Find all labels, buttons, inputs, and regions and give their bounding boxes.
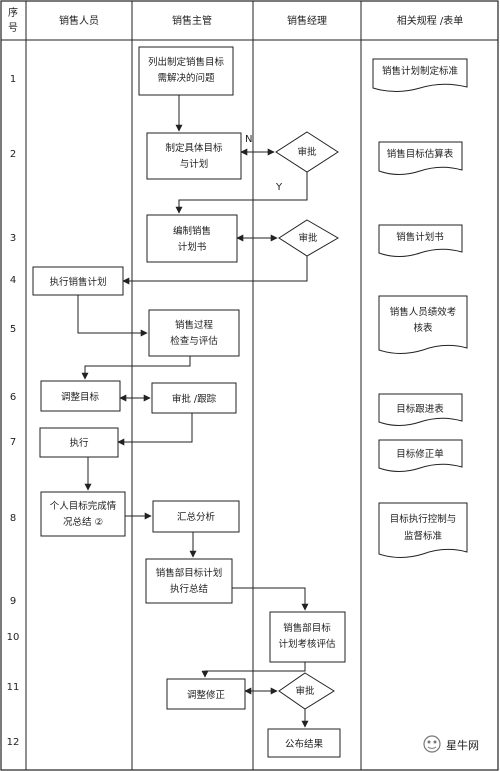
svg-text:汇总分析: 汇总分析 [177, 511, 216, 523]
svg-text:销售计划书: 销售计划书 [396, 231, 444, 243]
header-sales-supervisor: 销售主管 [172, 14, 212, 27]
row-number: 5 [10, 324, 16, 335]
box-summary-analysis: 汇总分析 [152, 500, 240, 533]
header-sales-manager: 销售经理 [287, 14, 327, 27]
svg-text:制定具体目标: 制定具体目标 [165, 142, 223, 154]
svg-text:计划考核评估: 计划考核评估 [278, 638, 336, 650]
watermark: 星牛网 [423, 735, 479, 753]
watermark-logo-icon [423, 735, 441, 753]
svg-text:计划书: 计划书 [178, 241, 207, 253]
row-number: 9 [10, 596, 16, 607]
doc-sales-plan: 销售计划书 [378, 224, 463, 257]
decision-approve-3: 审批 [278, 672, 335, 710]
header-seq-1: 序 [8, 6, 18, 19]
yes-label: Y [275, 182, 283, 193]
svg-text:调整目标: 调整目标 [61, 391, 100, 403]
decision-approve-2: 审批 [278, 219, 339, 257]
doc-target-tracking: 目标跟进表 [378, 393, 463, 426]
box-approve-track: 审批 /跟踪 [151, 382, 237, 414]
box-personal-target-summary: 个人目标完成情 况总结 ② [40, 491, 126, 537]
svg-text:销售部目标: 销售部目标 [283, 622, 331, 634]
svg-text:执行: 执行 [69, 437, 89, 449]
decision-diamonds: 审批 审批 审批 [275, 131, 339, 710]
header-sales-staff: 销售人员 [59, 14, 99, 27]
row-number: 8 [10, 513, 16, 524]
watermark-text: 星牛网 [446, 738, 479, 752]
svg-text:目标执行控制与: 目标执行控制与 [390, 513, 457, 525]
svg-text:监督标准: 监督标准 [404, 530, 443, 542]
svg-text:审批: 审批 [297, 146, 317, 158]
box-execute: 执行 [39, 427, 119, 458]
row-numbers: 1 2 3 4 5 6 7 8 9 10 11 12 [7, 74, 20, 748]
row-number: 6 [10, 392, 16, 403]
svg-text:目标跟进表: 目标跟进表 [396, 403, 444, 415]
process-boxes: 列出制定销售目标 需解决的问题 制定具体目标 与计划 编制销售 计划书 执行销售… [32, 46, 346, 758]
svg-text:执行总结: 执行总结 [170, 583, 208, 595]
connectors [77, 95, 309, 728]
svg-text:公布结果: 公布结果 [285, 738, 324, 750]
svg-text:销售部目标计划: 销售部目标计划 [156, 567, 223, 579]
svg-text:销售目标估算表: 销售目标估算表 [387, 148, 454, 160]
svg-text:销售计划制定标准: 销售计划制定标准 [382, 65, 459, 77]
box-execute-sales-plan: 执行销售计划 [32, 266, 124, 296]
box-adjust-correct: 调整修正 [166, 678, 246, 710]
box-list-sales-issues: 列出制定销售目标 需解决的问题 [138, 46, 234, 96]
row-number: 7 [10, 437, 16, 448]
box-dept-plan-summary: 销售部目标计划 执行总结 [145, 558, 233, 604]
doc-target-control-standard: 目标执行控制与 监督标准 [378, 502, 468, 558]
box-adjust-targets: 调整目标 [40, 380, 121, 412]
svg-text:编制销售: 编制销售 [173, 225, 211, 237]
doc-sales-performance-sheet: 销售人员绩效考 核表 [378, 295, 468, 354]
doc-sales-plan-standard: 销售计划制定标准 [372, 58, 468, 92]
svg-text:与计划: 与计划 [180, 158, 209, 170]
box-dept-plan-evaluation: 销售部目标 计划考核评估 [269, 611, 346, 663]
svg-text:检查与评估: 检查与评估 [170, 335, 218, 347]
svg-text:目标修正单: 目标修正单 [396, 448, 444, 460]
svg-text:个人目标完成情: 个人目标完成情 [50, 500, 117, 512]
row-number: 11 [7, 682, 20, 693]
doc-sales-target-estimate: 销售目标估算表 [378, 141, 463, 175]
no-label: N [245, 134, 252, 145]
doc-target-revision: 目标修正单 [378, 439, 463, 472]
svg-text:列出制定销售目标: 列出制定销售目标 [148, 56, 225, 68]
header-seq-2: 号 [8, 22, 18, 34]
svg-text:核表: 核表 [413, 322, 433, 334]
row-number: 10 [7, 632, 20, 643]
row-number: 4 [10, 275, 16, 286]
svg-text:况总结 ②: 况总结 ② [63, 516, 103, 528]
svg-text:审批: 审批 [298, 232, 318, 244]
row-number: 3 [10, 233, 16, 244]
box-sales-process-review: 销售过程 检查与评估 [148, 309, 240, 357]
table-header: 序 号 销售人员 销售主管 销售经理 相关规程 /表单 [8, 6, 463, 34]
row-number: 12 [7, 737, 20, 748]
svg-text:销售过程: 销售过程 [175, 319, 214, 331]
svg-text:需解决的问题: 需解决的问题 [157, 72, 215, 84]
svg-text:调整修正: 调整修正 [187, 689, 226, 701]
document-shapes: 销售计划制定标准 销售目标估算表 销售计划书 销售人员绩效考 核表 目标跟进表 … [372, 58, 468, 558]
decision-approve-1: 审批 [275, 131, 339, 173]
svg-text:审批 /跟踪: 审批 /跟踪 [172, 393, 217, 405]
box-publish-results: 公布结果 [267, 728, 341, 758]
header-procedures-forms: 相关规程 /表单 [397, 14, 464, 27]
svg-text:销售人员绩效考: 销售人员绩效考 [390, 306, 457, 318]
row-number: 2 [10, 149, 16, 160]
box-set-targets-plan: 制定具体目标 与计划 [146, 132, 242, 180]
box-compile-sales-plan: 编制销售 计划书 [146, 214, 238, 263]
svg-text:执行销售计划: 执行销售计划 [49, 276, 106, 288]
row-number: 1 [10, 74, 16, 85]
svg-text:审批: 审批 [295, 685, 315, 697]
